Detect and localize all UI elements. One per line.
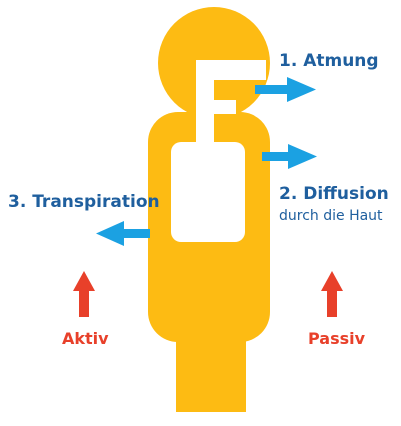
airway-channel: [196, 60, 214, 150]
label-diffusion-sub: durch die Haut: [279, 208, 383, 224]
aktiv-up-arrow: [73, 271, 95, 317]
label-atmung: 1. Atmung: [279, 51, 379, 71]
label-passiv: Passiv: [308, 329, 366, 348]
airway-gap: [214, 100, 236, 114]
human-figure: [148, 7, 270, 412]
atmung-arrow: [255, 77, 316, 102]
passiv-up-arrow: [321, 271, 343, 317]
label-transpiration: 3. Transpiration: [8, 192, 160, 212]
transpiration-arrow: [96, 221, 150, 246]
diffusion-arrow: [262, 144, 317, 169]
label-aktiv: Aktiv: [62, 329, 109, 348]
figure-legs: [176, 300, 246, 412]
label-diffusion: 2. Diffusion: [279, 184, 389, 204]
lungs: [171, 142, 245, 242]
